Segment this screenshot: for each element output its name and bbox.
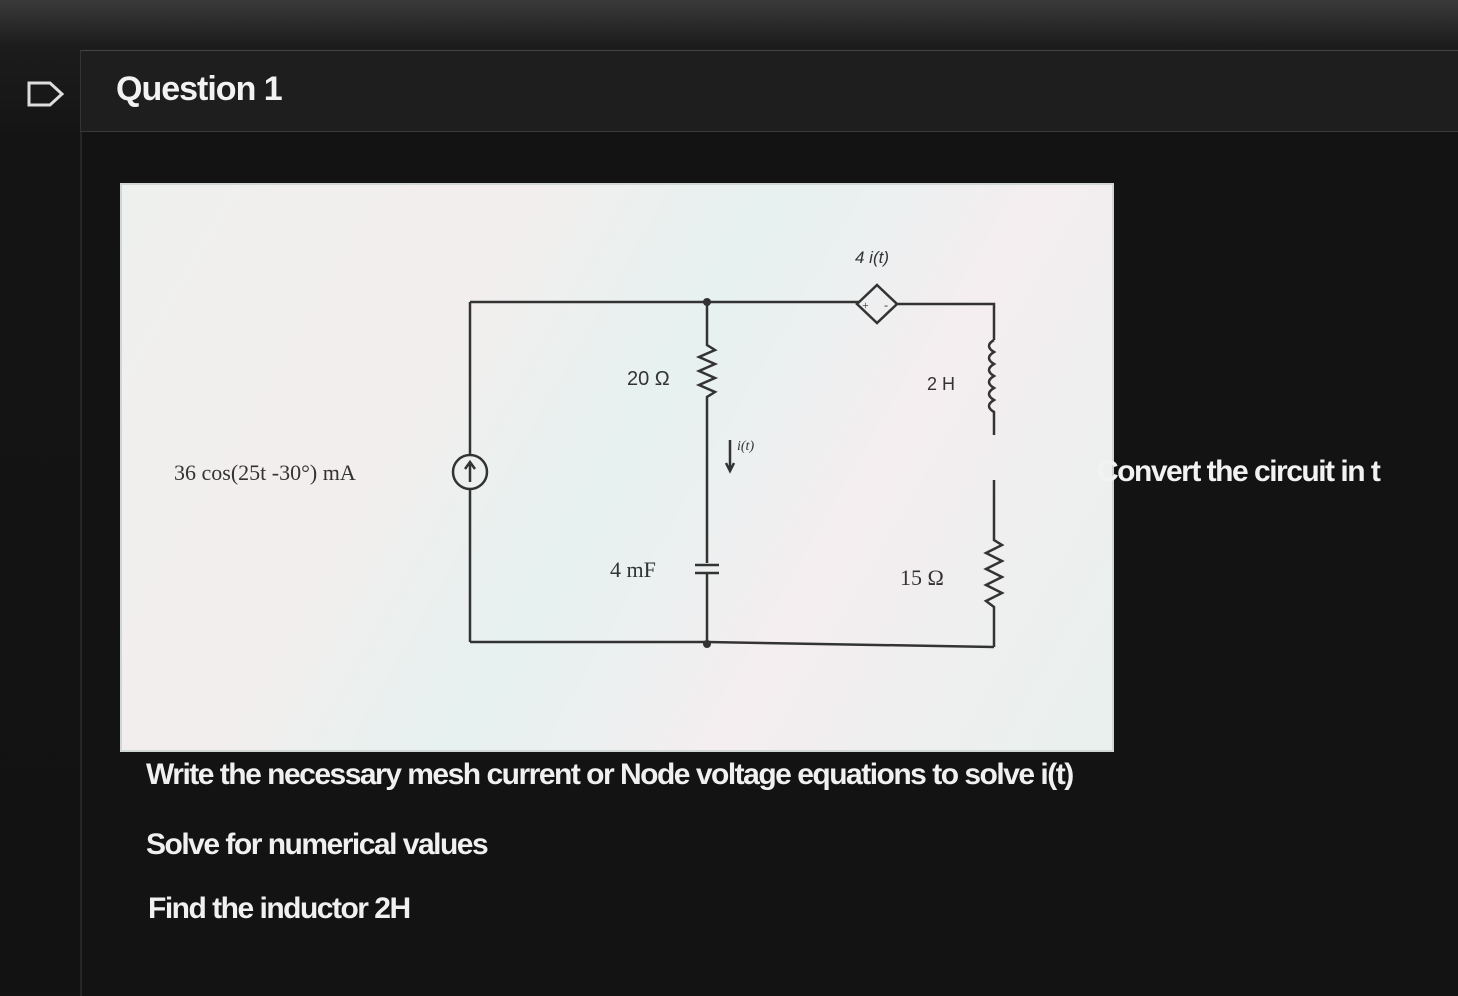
circuit-diagram: 36 cos(25t -30°) mA 20 Ω 4 mF i(t) 4 i(t… xyxy=(174,248,1005,649)
current-arrow-icon xyxy=(724,440,736,474)
instruction-solve: Solve for numerical values xyxy=(146,828,489,861)
inductor xyxy=(987,338,997,435)
resistor-15 xyxy=(983,480,1005,647)
inductor-label: 2 H xyxy=(927,374,955,394)
wire-top xyxy=(470,300,996,340)
current-label: i(t) xyxy=(737,439,754,454)
dependent-source-label: 4 i(t) xyxy=(855,248,889,267)
current-source xyxy=(451,453,489,491)
instruction-inductor: Find the inductor 2H xyxy=(148,892,411,925)
source-arrow-icon xyxy=(463,459,477,482)
question-header xyxy=(80,50,1458,132)
circuit-image: 36 cos(25t -30°) mA 20 Ω 4 mF i(t) 4 i(t… xyxy=(120,183,1114,752)
resistor2-label: 15 Ω xyxy=(900,565,944,590)
dependent-minus: - xyxy=(884,298,888,312)
dependent-plus: + xyxy=(862,298,869,312)
capacitor xyxy=(695,563,719,575)
capacitor-label: 4 mF xyxy=(610,557,656,582)
question-title: Question 1 xyxy=(116,70,283,108)
resistor-20 xyxy=(695,302,719,563)
source-label: 36 cos(25t -30°) mA xyxy=(174,460,356,485)
flag-icon[interactable] xyxy=(26,80,66,108)
wire-bottom xyxy=(470,640,995,649)
dependent-source xyxy=(855,283,899,325)
instruction-convert: Convert the circuit in t xyxy=(1097,455,1381,488)
resistor1-label: 20 Ω xyxy=(627,368,670,390)
instruction-equations: Write the necessary mesh current or Node… xyxy=(146,758,1074,791)
